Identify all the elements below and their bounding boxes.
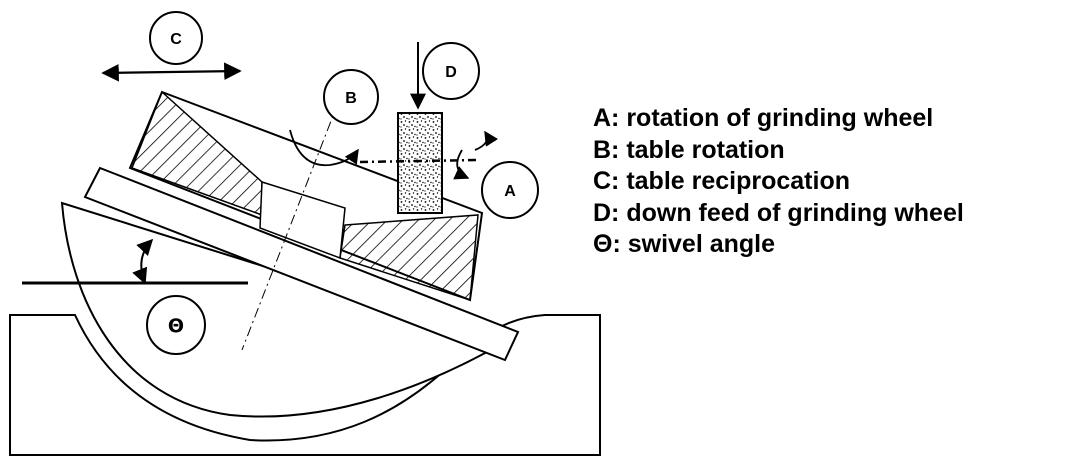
tilted-table — [83, 166, 520, 362]
legend-item-b: B: table rotation — [593, 135, 785, 164]
label-a: A — [504, 183, 516, 200]
legend-item-theta: Θ: swivel angle — [593, 230, 776, 258]
grinding-wheel — [397, 112, 443, 214]
legend-item-a: A: rotation of grinding wheel — [593, 104, 934, 132]
label-theta: Θ — [168, 315, 184, 337]
wheel-rotation-arrow-lower — [453, 149, 470, 180]
label-d-circle: D — [422, 42, 480, 100]
label-a-circle: A — [481, 161, 539, 219]
legend-item-c: C: table reciprocation — [593, 167, 850, 195]
machine-base — [9, 314, 601, 456]
label-theta-circle: Θ — [146, 295, 206, 355]
swivel-angle-arrow — [132, 238, 154, 285]
label-c: C — [170, 31, 182, 48]
table-rotation-arrow — [289, 129, 359, 167]
swivel-cradle — [60, 201, 508, 418]
legend: A: rotation of grinding wheel B: table r… — [593, 103, 964, 261]
reciprocation-arrow — [101, 62, 242, 82]
label-b-circle: B — [323, 69, 379, 125]
center-block — [259, 180, 346, 260]
wheel-rotation-arrow-upper — [474, 130, 499, 151]
table-rotation-axis — [241, 102, 339, 351]
wheel-axis — [359, 158, 479, 164]
label-d: D — [445, 64, 457, 81]
label-b: B — [345, 90, 357, 107]
legend-item-d: D: down feed of grinding wheel — [593, 198, 964, 227]
label-c-circle: C — [149, 11, 203, 65]
